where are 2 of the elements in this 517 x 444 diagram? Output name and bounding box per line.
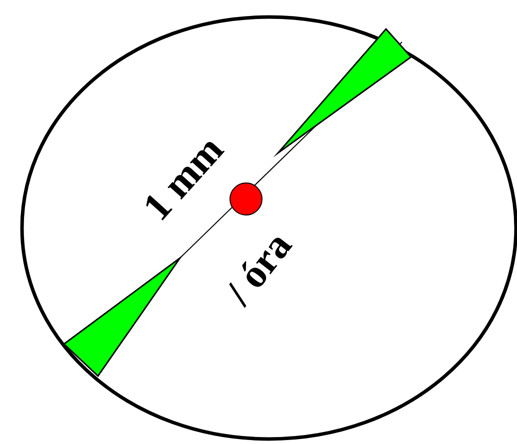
rotated-label: 1 mm — [146, 142, 225, 220]
rotated-label: / óra — [229, 238, 293, 308]
